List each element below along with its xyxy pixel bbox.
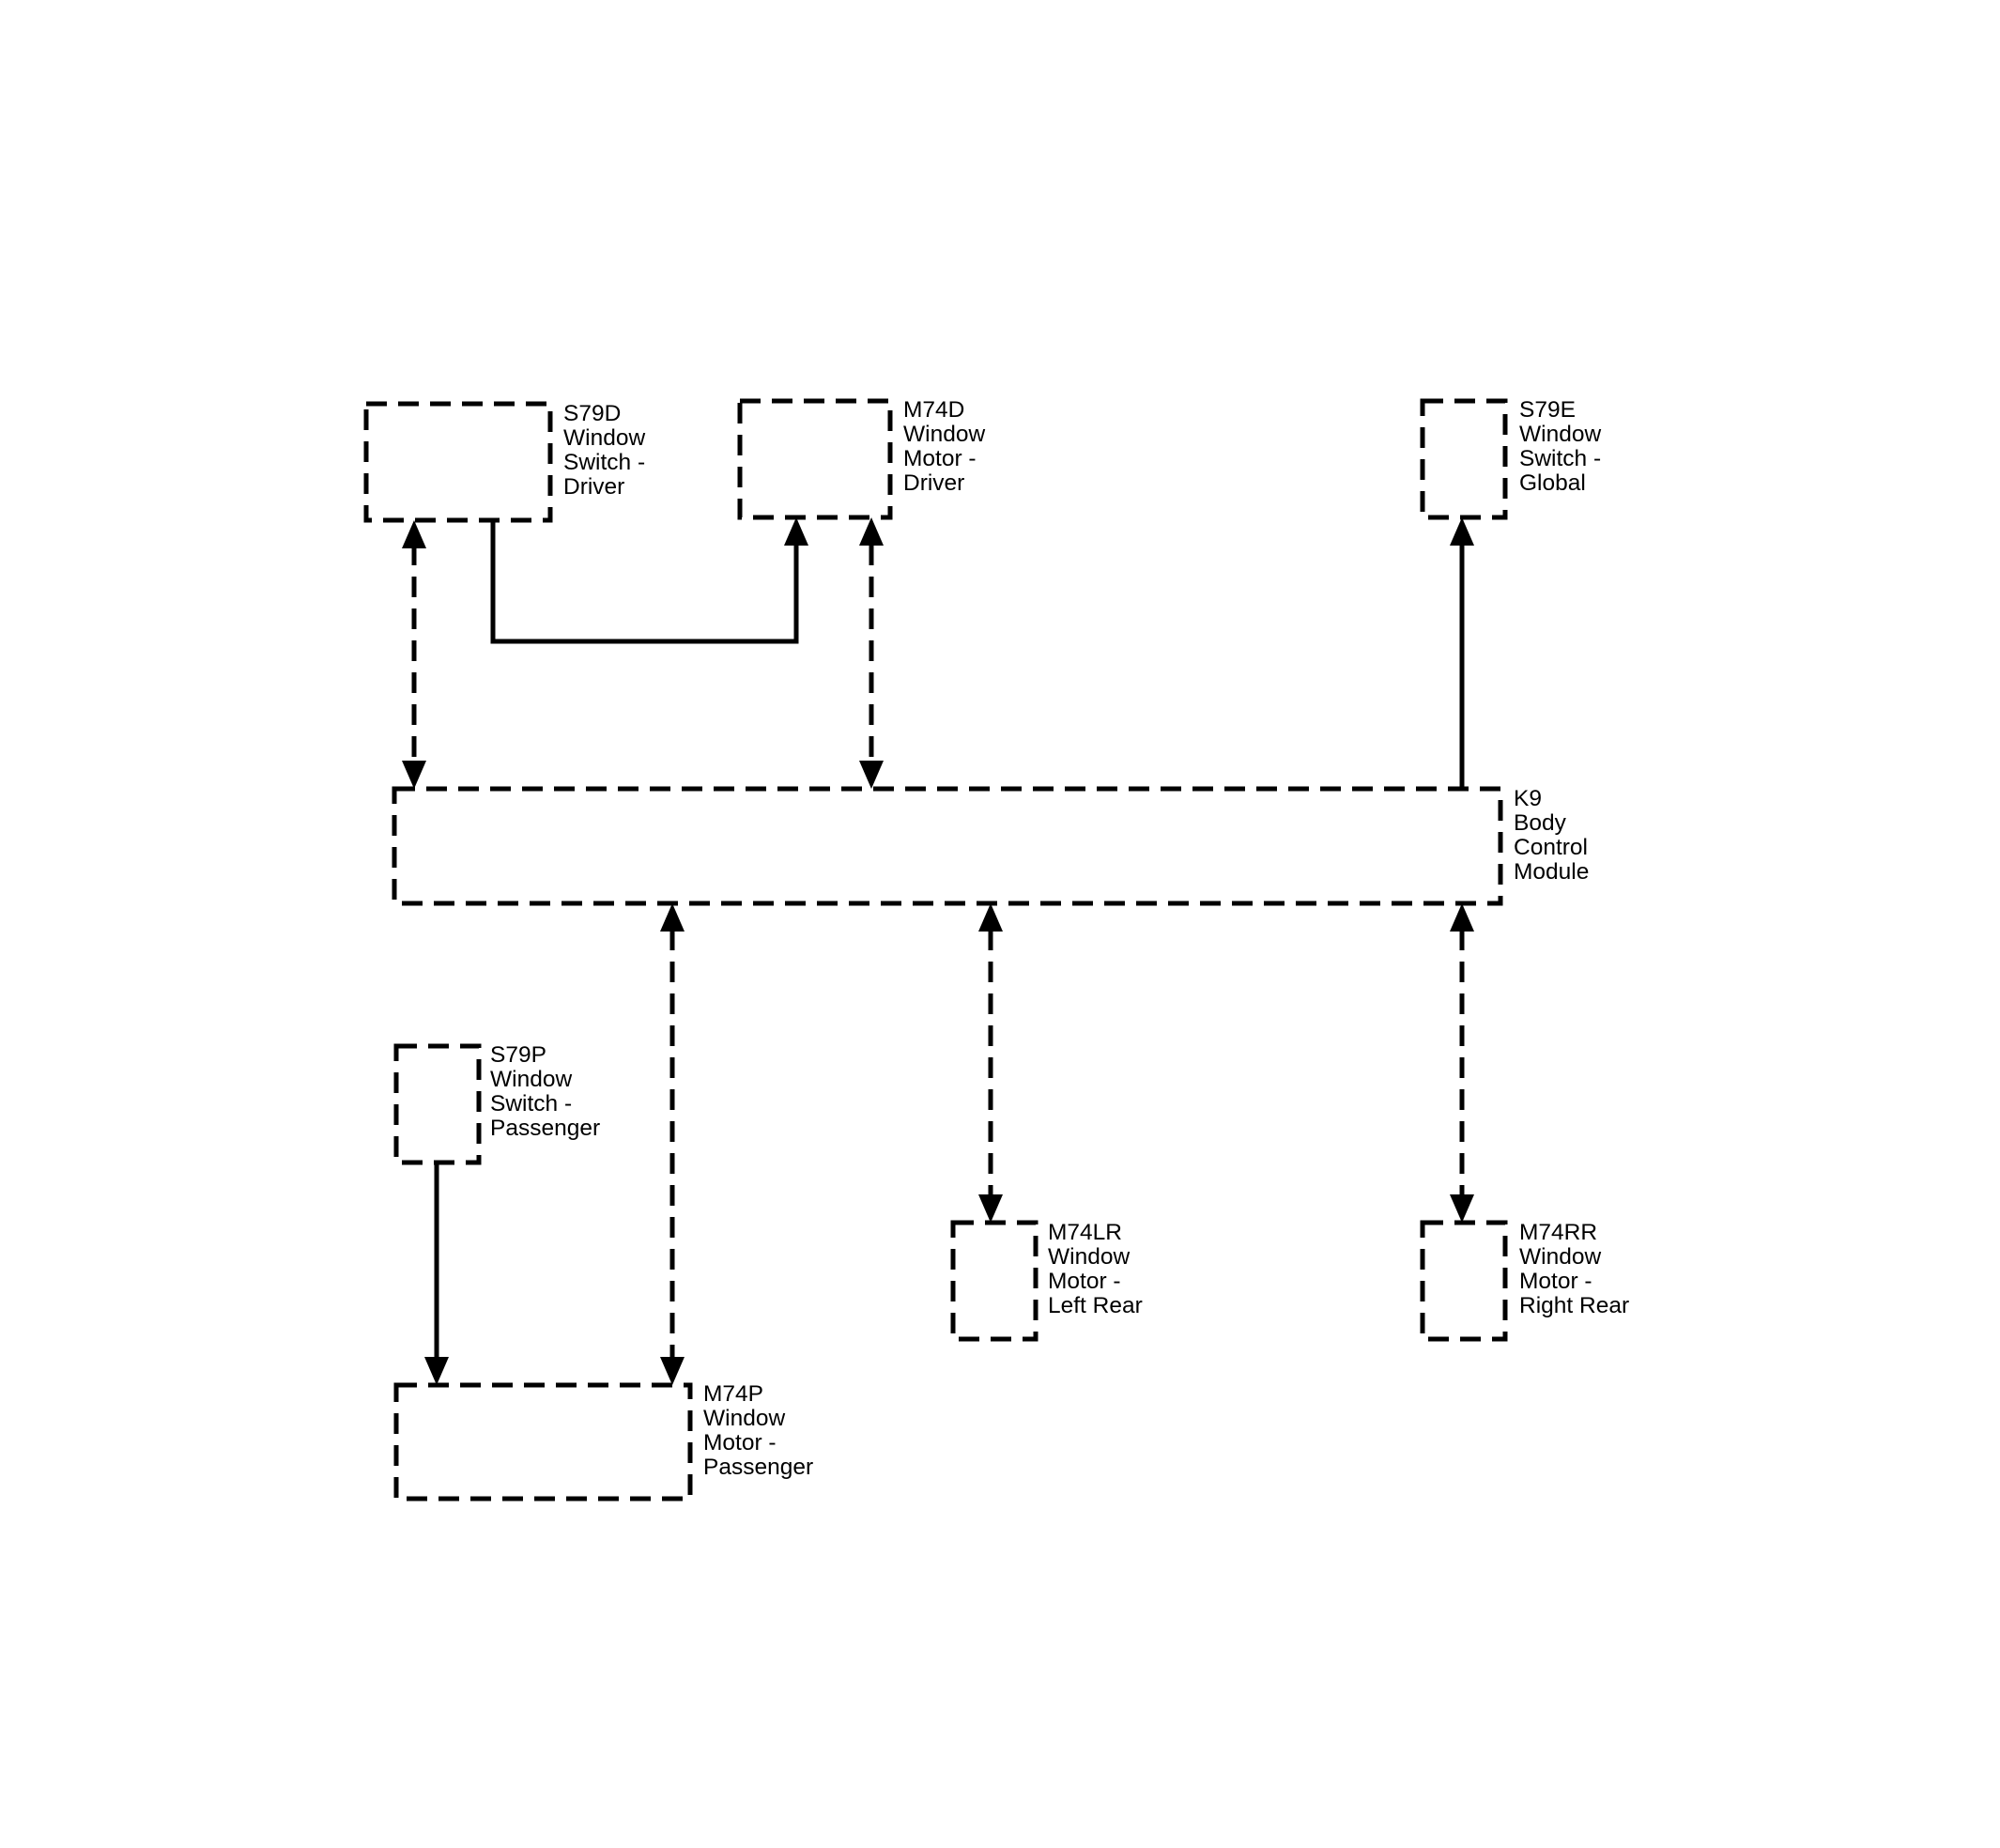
s79p-label: S79P Window Switch - Passenger [490,1042,600,1141]
label-line: Window [1519,1244,1601,1270]
m74p-label: M74P Window Motor - Passenger [703,1381,813,1480]
m74d-window-motor-driver-box [737,398,893,520]
label-line: Window [563,425,645,451]
arrowhead-up [859,517,884,546]
arrowhead-down [1450,1194,1474,1223]
wire-s79d-m74d [490,517,808,644]
arrowhead-down [424,1357,449,1385]
label-line: M74LR [1048,1220,1122,1245]
s79d-label: S79D Window Switch - Driver [563,401,652,500]
m74p-window-motor-passenger-box [393,1382,693,1502]
wire-m74rr-k9 [1450,903,1474,1223]
label-line: Window [703,1406,785,1431]
label-line: M74RR [1519,1220,1597,1245]
m74rr-label: M74RR Window Motor - Right Rear [1519,1220,1629,1318]
label-line: Left Rear [1048,1293,1143,1318]
label-line: Right Rear [1519,1293,1629,1318]
s79d-window-switch-driver-box [363,401,553,523]
wire-s79p-m74p [424,1163,449,1385]
arrowhead-down [859,761,884,789]
wire-m74lr-k9 [978,903,1003,1223]
label-line: K9 [1514,786,1542,811]
label-line: Module [1514,859,1589,885]
label-line: S79D [563,401,621,426]
arrowhead-down [978,1194,1003,1223]
wire-k9-s79e [1450,517,1474,789]
label-line: M74P [703,1381,763,1407]
arrowhead-up [784,517,808,546]
label-line: Passenger [490,1116,600,1141]
label-line: Motor - [1519,1269,1592,1294]
label-line: Passenger [703,1455,813,1480]
label-line: Motor - [703,1430,777,1455]
m74rr-window-motor-right-rear-box [1420,1220,1508,1342]
arrowhead-up [1450,517,1474,546]
arrowhead-up [978,903,1003,932]
label-line: Window [903,422,985,447]
label-line: Motor - [903,446,977,471]
arrowhead-up [660,903,685,932]
m74lr-label: M74LR Window Motor - Left Rear [1048,1220,1143,1318]
label-line: M74D [903,397,964,423]
arrowhead-down [660,1357,685,1385]
wire-m74d-k9 [859,517,884,789]
label-line: Driver [903,470,964,496]
label-line: Motor - [1048,1269,1121,1294]
label-line: Switch - [1519,446,1601,471]
k9-label: K9 Body Control Module [1514,786,1594,885]
label-line: Window [1519,422,1601,447]
m74d-label: M74D Window Motor - Driver [903,397,992,496]
label-line: Switch - [563,450,645,475]
label-line: Window [490,1067,572,1092]
label-line: Window [1048,1244,1130,1270]
s79e-window-switch-global-box [1420,398,1508,520]
label-line: Control [1514,835,1588,860]
label-line: Global [1519,470,1586,496]
s79e-label: S79E Window Switch - Global [1519,397,1608,496]
wire-s79d-k9 [402,520,426,789]
arrowhead-up [1450,903,1474,932]
label-line: Switch - [490,1091,572,1116]
label-line: S79P [490,1042,546,1068]
k9-body-control-module-box [392,786,1503,906]
m74lr-window-motor-left-rear-box [950,1220,1038,1342]
label-line: Body [1514,810,1567,836]
arrowhead-up [402,520,426,548]
label-line: Driver [563,474,624,500]
arrowhead-down [402,761,426,789]
wire-m74p-k9 [660,903,685,1385]
s79p-window-switch-passenger-box [393,1043,482,1165]
label-line: S79E [1519,397,1576,423]
